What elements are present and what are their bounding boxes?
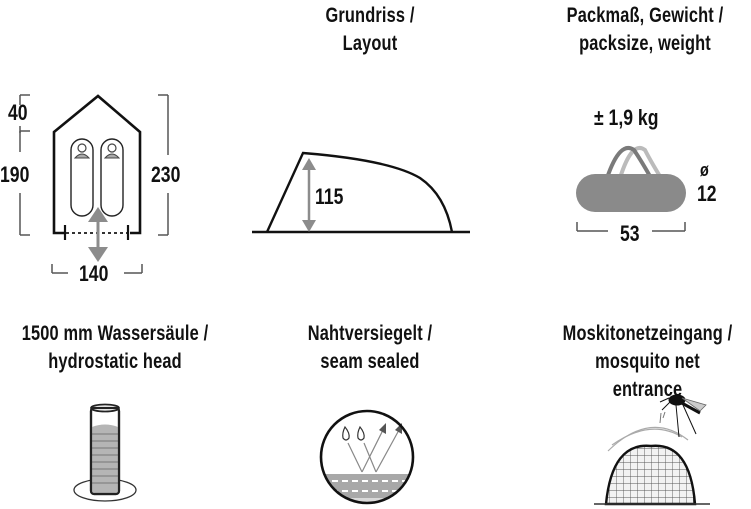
- hydrostatic-title: 1500 mm Wassersäule / hydrostatic head: [21, 320, 208, 376]
- roof-depth-value: 40: [8, 100, 28, 125]
- floor-depth-value: 190: [0, 162, 30, 187]
- total-length-value: 230: [151, 162, 181, 187]
- seam-sealed-title: Nahtversiegelt / seam sealed: [288, 320, 452, 376]
- weight-value: ± 1,9 kg: [594, 105, 659, 130]
- hydrostatic-title-line1: 1500 mm Wassersäule /: [21, 322, 209, 345]
- seam-sealed-title-line1: Nahtversiegelt /: [307, 322, 433, 345]
- packsize-title-line1: Packmaß, Gewicht /: [566, 4, 724, 27]
- width-value: 140: [79, 261, 109, 286]
- mosquito-title: Moskitonetzeingang / mosquito net entran…: [560, 320, 736, 404]
- length-value: 53: [620, 221, 640, 246]
- mosquito-title-line1: Moskitonetzeingang /: [562, 322, 733, 345]
- packsize-title-line2: packsize, weight: [579, 32, 711, 55]
- layout-title-line1: Grundriss /: [325, 4, 415, 27]
- hydrostatic-title-line2: hydrostatic head: [48, 350, 182, 373]
- mosquito-title-line2: mosquito net entrance: [595, 350, 700, 401]
- diameter-symbol: ø: [700, 160, 709, 180]
- diameter-value: 12: [697, 181, 717, 206]
- layout-title: Grundriss / Layout: [288, 2, 452, 58]
- height-value: 115: [315, 184, 344, 209]
- packsize-title: Packmaß, Gewicht / packsize, weight: [559, 2, 731, 58]
- layout-title-line2: Layout: [342, 32, 398, 55]
- seam-sealed-title-line2: seam sealed: [320, 350, 420, 373]
